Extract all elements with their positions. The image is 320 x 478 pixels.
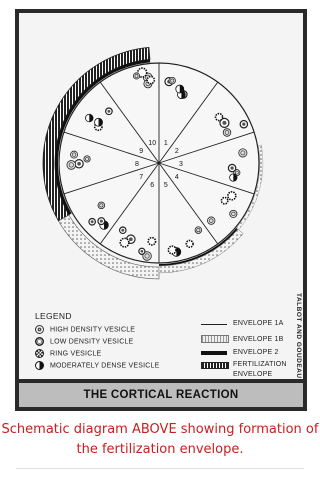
legend-item-moderately-dense: MODERATELY DENSE VESICLE [35,361,159,370]
low-density-vesicle-icon [35,337,44,346]
credit-text: TALBOT AND GOUDEAU [295,293,302,379]
figure-title: THE CORTICAL REACTION [84,389,239,401]
envelope-1b-swatch [201,335,229,343]
sector-number: 5 [164,182,168,189]
sector-number: 4 [175,174,179,181]
vesicle-core [230,166,233,169]
moderately-dense-vesicle-icon [35,361,44,370]
legend-item-high-density: HIGH DENSITY VESICLE [35,325,135,334]
legend: LEGEND HIGH DENSITY VESICLE LOW DENSITY … [19,299,303,379]
low-density-vesicle [207,217,214,224]
low-density-vesicle [71,151,78,158]
ring-vesicle [120,238,129,247]
legend-item-envelope-2: ENVELOPE 2 [233,349,279,356]
ring-vesicle [221,197,227,203]
image-caption: Schematic diagram ABOVE showing formatio… [0,420,320,460]
ring-vesicle [216,114,223,121]
vesicle-core [242,123,245,126]
envelope-1a-swatch [201,324,227,325]
ring-vesicle [186,240,193,247]
ring-vesicle [168,246,176,254]
vesicle-core [129,237,133,241]
ring-vesicle-icon [35,349,44,358]
vesicle-core [107,110,110,113]
low-density-vesicle [195,227,202,234]
sector-number: 6 [150,182,154,189]
legend-item-envelope-1a: ENVELOPE 1A [233,320,283,327]
low-density-vesicle [84,156,90,162]
divider [16,468,304,469]
vesicle-core [222,121,226,125]
high-density-vesicle-icon [35,325,44,334]
envelope-2-swatch [201,351,227,355]
vesicle-core [121,229,124,232]
legend-item-envelope: ENVELOPE [233,371,272,378]
vesicle-core [91,220,94,223]
low-density-vesicle [98,202,105,209]
ring-vesicle [228,192,236,200]
vesicle-core [100,220,103,223]
legend-item-low-density: LOW DENSITY VESICLE [35,337,133,346]
low-density-vesicle [133,73,139,79]
low-density-vesicle [223,129,231,137]
legend-item-fertilization: FERTILIZATION [233,361,287,368]
legend-item-ring: RING VESICLE [35,349,101,358]
sector-number: 2 [175,148,179,155]
ring-vesicle [148,238,155,245]
sector-number: 8 [135,161,139,168]
figure-title-bar: THE CORTICAL REACTION [19,383,303,407]
legend-title: LEGEND [35,311,72,321]
low-density-vesicle [230,210,237,217]
low-density-vesicle [239,149,247,157]
sector-number: 3 [179,161,183,168]
sector-number: 9 [139,148,143,155]
legend-item-envelope-1b: ENVELOPE 1B [233,336,283,343]
sector-number: 10 [148,140,156,147]
low-density-vesicle [169,77,176,84]
sector-number: 1 [164,140,168,147]
sector-number: 7 [139,174,143,181]
fertilization-envelope-swatch [201,362,229,369]
low-density-vesicle [67,161,76,170]
ring-vesicle [147,77,154,84]
vesicle-core [77,162,81,166]
vesicle-core [141,250,144,253]
